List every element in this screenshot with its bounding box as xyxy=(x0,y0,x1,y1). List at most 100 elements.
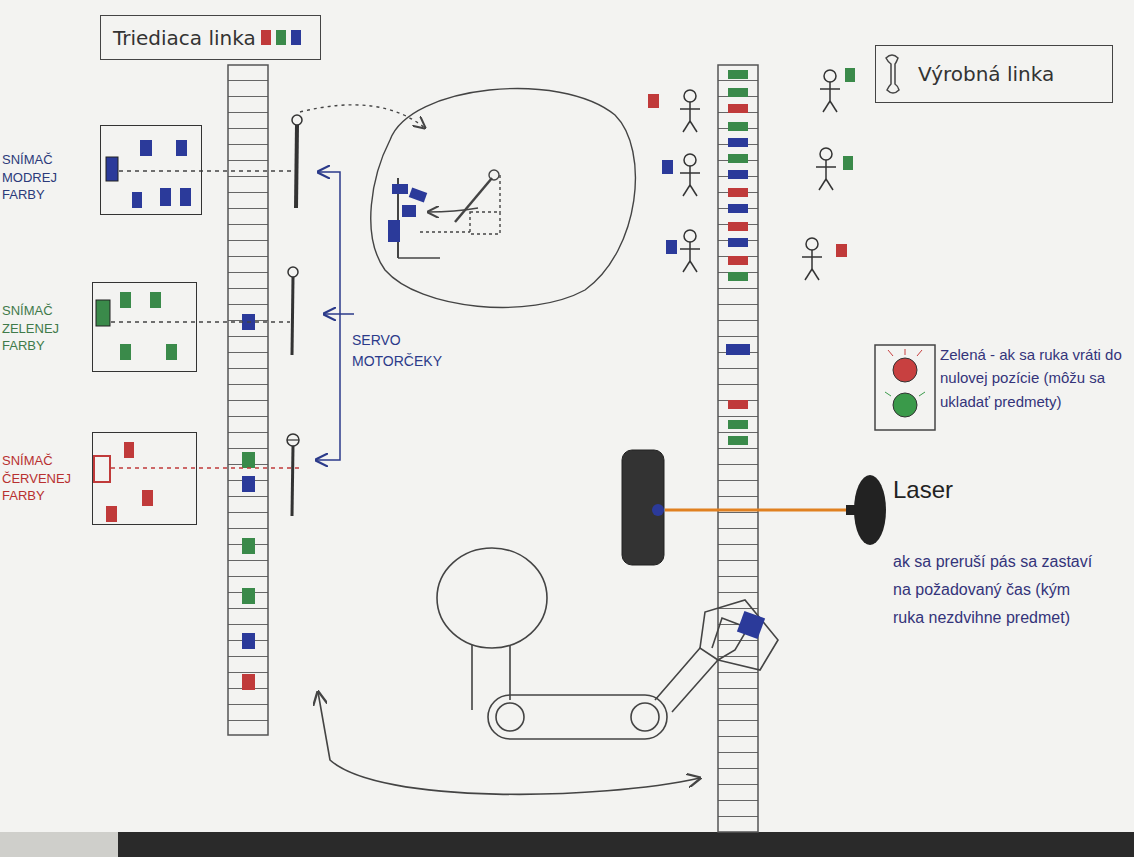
detail-view xyxy=(420,231,470,232)
worker xyxy=(662,160,673,174)
item-square xyxy=(726,70,750,445)
signal-note: Zelená - ak sa ruka vráti do nulovej poz… xyxy=(940,343,1126,413)
detail-view xyxy=(392,184,408,194)
bin-content xyxy=(124,442,134,458)
servo-arm xyxy=(292,446,293,516)
worker xyxy=(802,238,822,280)
worker xyxy=(820,70,840,112)
robot-arm xyxy=(655,648,718,712)
item-square xyxy=(242,452,255,468)
item-square xyxy=(728,222,748,231)
sensor-beam xyxy=(111,467,300,468)
item-square xyxy=(242,633,255,649)
bin-content xyxy=(120,344,131,360)
servo-arm xyxy=(296,125,297,208)
bin-content xyxy=(94,140,191,522)
photo-edge xyxy=(0,832,1134,857)
signal-light xyxy=(905,349,906,355)
sensor-beam xyxy=(119,170,296,171)
detail-view xyxy=(489,170,499,180)
item-square xyxy=(242,538,255,554)
detail-view xyxy=(499,175,500,212)
laser-label: Laser xyxy=(893,476,953,505)
detail-view xyxy=(300,89,635,308)
bin-content xyxy=(160,188,171,206)
signal-light xyxy=(919,392,925,396)
worker xyxy=(680,90,700,132)
robot-arm xyxy=(472,645,510,710)
bin-content xyxy=(166,344,177,360)
item-square xyxy=(728,238,748,247)
item-square xyxy=(728,188,748,197)
signal-light xyxy=(885,392,925,396)
bin-content xyxy=(132,192,142,208)
item-square xyxy=(728,400,748,409)
bin-content xyxy=(106,506,117,522)
laser-gate xyxy=(622,450,886,565)
robot-arm xyxy=(437,548,547,648)
detail-view xyxy=(300,105,425,128)
sorting-bin: SNÍMAČ MODREJ FARBY xyxy=(2,125,202,215)
signal-light xyxy=(875,345,935,430)
bin-outline xyxy=(100,125,202,215)
worker xyxy=(680,230,700,272)
robot-arm xyxy=(700,600,778,670)
bin-content xyxy=(176,140,187,156)
box-title: Výrobná linka xyxy=(918,62,1054,86)
sensor-label: SNÍMAČ ZELENEJ FARBY xyxy=(2,302,76,355)
servo-arm xyxy=(287,434,299,446)
color-chip xyxy=(291,30,301,45)
title-box: Triediaca linka xyxy=(100,15,321,60)
worker xyxy=(845,68,855,82)
item-square xyxy=(728,104,748,113)
title-box: Výrobná linka xyxy=(875,45,1113,103)
laser-gate xyxy=(622,450,664,565)
detail-view xyxy=(398,257,440,259)
servo-label: SERVO MOTORČEKY xyxy=(352,330,482,372)
item-square xyxy=(728,204,748,213)
signal-light xyxy=(893,358,917,382)
item-square xyxy=(728,420,748,429)
detail-view xyxy=(388,220,400,242)
bracket xyxy=(324,313,354,315)
bin-content xyxy=(142,490,153,506)
laser-note: ak sa preruší pás sa zastaví na požadova… xyxy=(893,548,1098,632)
detail-view xyxy=(371,89,636,308)
sorting-bin: SNÍMAČ ČERVENEJ FARBY xyxy=(2,432,197,525)
item-square xyxy=(728,122,748,131)
laser-gate xyxy=(665,509,850,512)
robot-arm xyxy=(318,548,778,794)
servo-arm xyxy=(292,277,293,355)
servo-arm xyxy=(287,115,302,516)
item-square xyxy=(242,476,255,492)
item-square xyxy=(728,138,748,147)
worker xyxy=(666,240,677,254)
photo-edge xyxy=(118,832,1134,857)
servo-arm xyxy=(287,439,299,440)
signal-light xyxy=(875,345,935,430)
bin-content xyxy=(120,292,131,308)
robot-arm xyxy=(488,695,667,739)
photo-edge xyxy=(0,832,118,857)
item-square xyxy=(728,88,748,97)
worker xyxy=(680,154,700,196)
conveyor-belt xyxy=(228,65,758,832)
laser-gate xyxy=(854,475,886,545)
wrench-icon xyxy=(886,55,899,93)
sensor-beam xyxy=(111,171,300,468)
bin-content xyxy=(180,188,191,206)
robot-arm xyxy=(318,692,700,794)
bin-outline xyxy=(92,282,197,372)
item-square xyxy=(728,272,748,281)
worker xyxy=(648,94,659,108)
item-square xyxy=(726,344,750,355)
color-chip xyxy=(261,30,271,45)
item-square xyxy=(728,154,748,163)
worker xyxy=(836,244,847,257)
worker xyxy=(843,156,853,170)
servo-arm xyxy=(292,115,302,125)
sorting-bin: SNÍMAČ ZELENEJ FARBY xyxy=(2,282,197,372)
bin-outline xyxy=(92,432,197,525)
